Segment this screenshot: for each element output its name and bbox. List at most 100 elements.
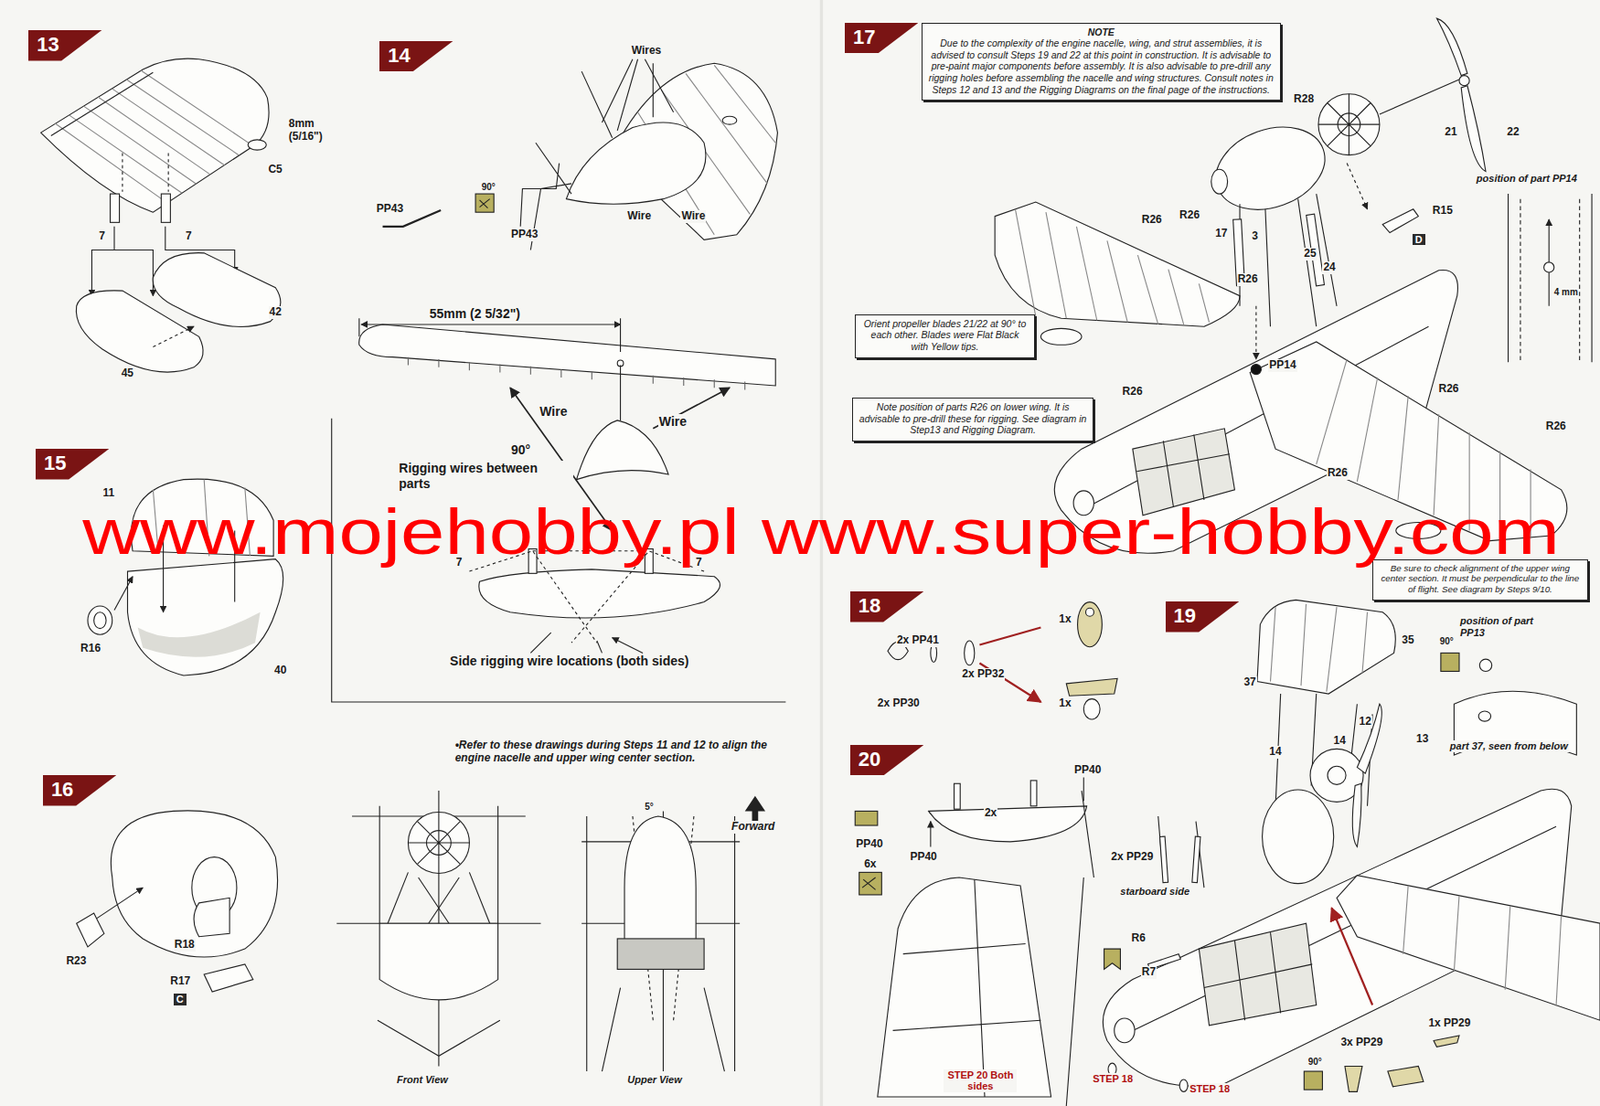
rigging-label: 55mm (2 5/32")	[428, 306, 522, 321]
part-number: PP40	[1073, 764, 1102, 778]
step-number: 15	[35, 448, 109, 476]
step-reference: STEP 18	[1091, 1073, 1134, 1086]
step-reference: STEP 20 Both sides	[943, 1069, 1017, 1093]
flag-shape	[379, 41, 453, 72]
part-number: R16	[79, 642, 102, 656]
part-number: PP43	[375, 202, 405, 216]
flag-shape	[850, 591, 924, 622]
part-number: 1x PP29	[1427, 1017, 1472, 1031]
flag-shape	[850, 745, 924, 776]
part-number: R17	[169, 975, 192, 989]
part-number: Wire	[680, 210, 706, 224]
note-text: Note position of parts R26 on lower wing…	[858, 401, 1088, 437]
part-number: 14	[1268, 746, 1282, 759]
part-number: 17	[1214, 227, 1228, 241]
part-number: PP43	[510, 228, 539, 242]
part-number: R7	[1141, 966, 1157, 980]
part-number: 2x PP29	[1109, 851, 1158, 864]
step-flag: 16	[42, 775, 117, 806]
part-number: 13	[1415, 733, 1430, 747]
step-number: 17	[844, 22, 918, 50]
paint-code-badge: C	[173, 993, 187, 1006]
view-note: position of part PP14	[1475, 172, 1579, 185]
step-flag: 19	[1165, 601, 1239, 632]
part-number: R26	[1121, 385, 1144, 399]
part-number: R15	[1431, 204, 1454, 218]
note-box: Note position of parts R26 on lower wing…	[852, 397, 1095, 442]
part-number: R28	[1292, 93, 1315, 107]
part-number: 14	[1333, 735, 1347, 748]
part-number: 40	[273, 664, 288, 678]
rigging-label: Wire	[658, 414, 688, 429]
flag-shape	[35, 448, 109, 480]
step-flag: 20	[850, 745, 924, 776]
step-flag: 18	[850, 591, 924, 622]
instruction-note: Forward	[730, 821, 776, 834]
step-reference: STEP 18	[1188, 1083, 1231, 1096]
step-flag: 14	[379, 41, 453, 72]
step-number: 14	[379, 41, 453, 68]
part-number: 1x	[1057, 697, 1072, 711]
part-number: 3	[1250, 230, 1259, 244]
part-number: 24	[1322, 261, 1336, 275]
part-number: 45	[120, 367, 135, 381]
part-number: PP14	[1268, 359, 1297, 373]
step-number: 20	[850, 745, 924, 772]
part-number: R26	[1237, 273, 1259, 287]
view-note: position of part PP13	[1459, 615, 1543, 639]
note-box: NOTEDue to the complexity of the engine …	[921, 22, 1281, 102]
part-number: 12	[1357, 715, 1372, 729]
note-text: Due to the complexity of the engine nace…	[928, 37, 1275, 96]
view-note: Upper View	[626, 1074, 683, 1087]
part-number: 2x	[983, 807, 998, 821]
part-number: C5	[266, 163, 283, 177]
flag-shape	[28, 30, 102, 61]
view-note: starboard side	[1119, 885, 1191, 898]
step-number: 16	[42, 775, 117, 802]
note-text: NOTE	[928, 26, 1275, 39]
small-label: 90°	[1307, 1056, 1323, 1068]
note-box: Orient propeller blades 21/22 at 90° to …	[854, 314, 1035, 359]
part-number: 7	[184, 230, 193, 244]
part-number: 2x PP30	[876, 697, 921, 711]
part-number: 3x PP29	[1339, 1036, 1385, 1050]
part-number: PP40	[908, 851, 938, 864]
part-number: 7	[97, 230, 107, 244]
part-number: 8mm (5/16")	[288, 117, 342, 144]
part-number: R26	[1438, 383, 1461, 396]
flag-shape	[42, 775, 117, 806]
part-number: 22	[1505, 126, 1520, 139]
flag-shape	[844, 22, 918, 54]
part-number: 21	[1443, 126, 1458, 139]
rigging-label: Wire	[538, 404, 568, 419]
instruction-note: •Refer to these drawings during Steps 11…	[454, 739, 783, 766]
part-number: R26	[1178, 209, 1201, 223]
part-number: R26	[1326, 467, 1349, 480]
part-number: R23	[64, 955, 87, 969]
rigging-label: Side rigging wire locations (both sides)	[448, 653, 690, 669]
small-label: 4 mm	[1553, 287, 1579, 299]
part-number: R6	[1130, 932, 1147, 946]
rigging-label: 90°	[510, 442, 532, 458]
step-number: 18	[850, 591, 924, 619]
part-number: R26	[1545, 420, 1568, 434]
rigging-label: Rigging wires between parts	[397, 460, 574, 491]
part-number: 25	[1302, 247, 1317, 261]
part-number: 6x	[863, 858, 877, 872]
view-note: part 37, seen from below	[1449, 740, 1569, 753]
part-number: R18	[173, 938, 196, 952]
part-number: Wires	[630, 44, 663, 58]
flag-shape	[1165, 601, 1239, 632]
note-text: Orient propeller blades 21/22 at 90° to …	[861, 318, 1028, 353]
watermark: www.mojehobby.pl www.super-hobby.com	[81, 495, 1561, 570]
step-flag: 13	[28, 30, 102, 61]
part-number: 2x PP32	[960, 668, 1005, 682]
paint-code-badge: D	[1412, 234, 1426, 246]
part-number: 1x	[1057, 613, 1072, 627]
small-label: 5°	[643, 801, 655, 813]
small-label: 90°	[1439, 636, 1455, 648]
step-flag: 17	[844, 22, 918, 54]
part-number: 35	[1400, 634, 1415, 648]
part-number: R26	[1141, 213, 1163, 227]
